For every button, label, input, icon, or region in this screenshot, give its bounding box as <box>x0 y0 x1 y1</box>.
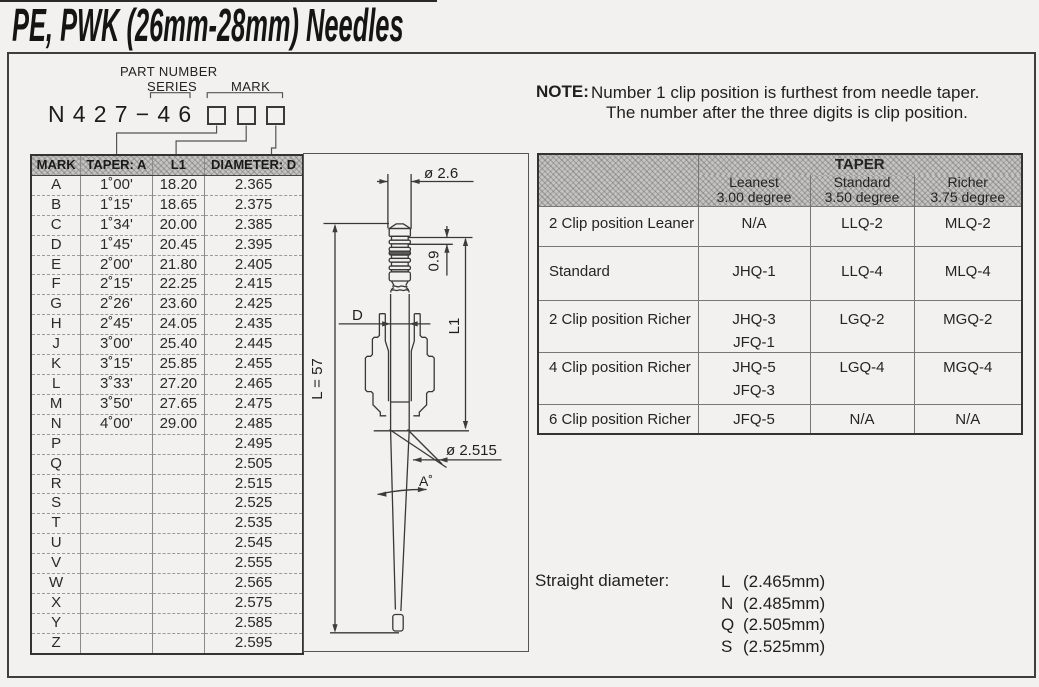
svg-text:L = 57: L = 57 <box>309 358 326 400</box>
svg-text:ø 2.6: ø 2.6 <box>424 165 458 182</box>
svg-text:0.9: 0.9 <box>426 251 443 272</box>
svg-text:A˚: A˚ <box>419 473 433 489</box>
svg-text:D: D <box>352 307 363 324</box>
svg-text:ø 2.515: ø 2.515 <box>446 442 497 459</box>
svg-text:L1: L1 <box>446 318 463 335</box>
